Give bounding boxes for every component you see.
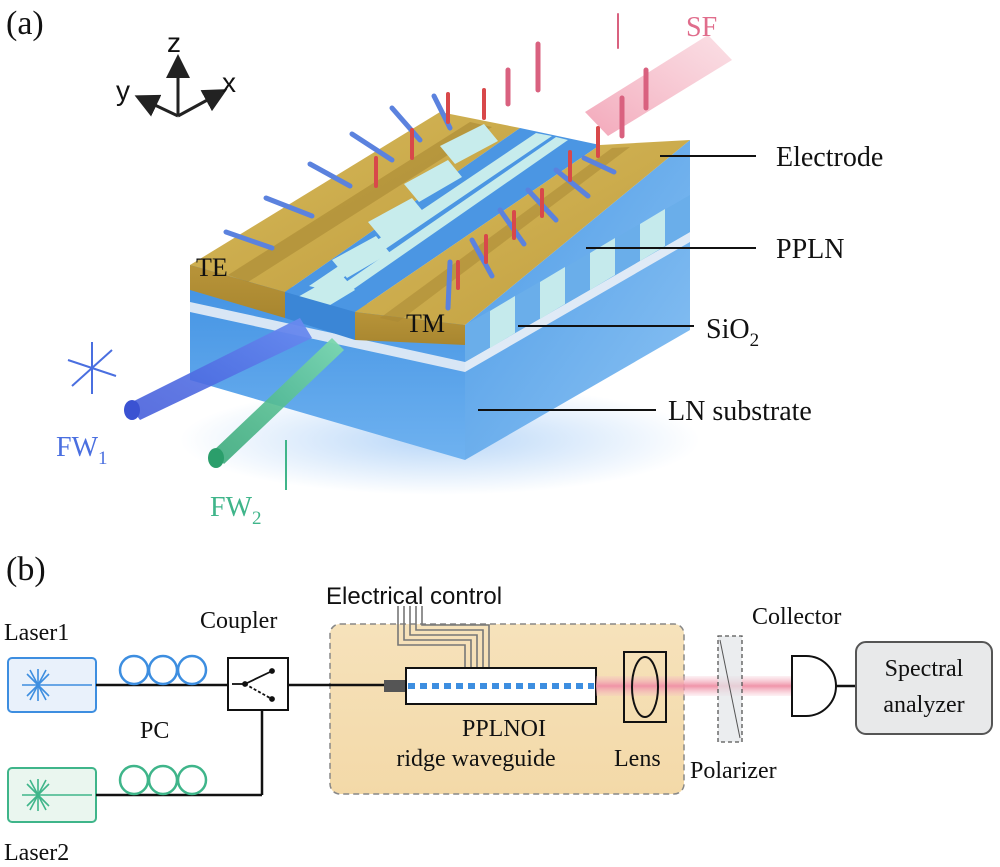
lens-holder xyxy=(623,651,667,723)
coupler-switch-icon xyxy=(232,668,275,702)
device xyxy=(190,112,690,460)
ppln-label: PPLN xyxy=(776,234,844,265)
panel-a-label: (a) xyxy=(6,5,44,42)
ppln-side xyxy=(465,195,690,362)
chip-enclosure xyxy=(329,623,685,795)
te-label: TE xyxy=(196,253,228,282)
pc-loops-top xyxy=(118,654,208,686)
axis-label-y: y xyxy=(116,75,130,106)
coupler-label: Coupler xyxy=(200,608,277,634)
coupler xyxy=(227,657,289,711)
ln-substrate-label: LN substrate xyxy=(668,396,812,427)
lens-icon xyxy=(631,656,659,718)
fw1-label: FW1 xyxy=(56,432,108,469)
electrical-control-label: Electrical control xyxy=(326,583,502,610)
chip-label-line2: ridge waveguide xyxy=(396,746,555,772)
tm-label: TM xyxy=(406,309,445,338)
coordinate-axes xyxy=(134,54,228,118)
fw1-beam-end xyxy=(124,400,140,420)
sf-label: SF xyxy=(686,12,717,43)
electrode-label: Electrode xyxy=(776,142,883,173)
fw2-beam-end xyxy=(208,448,224,468)
sio2-side-band xyxy=(465,232,690,372)
laser1-label: Laser1 xyxy=(4,620,69,646)
sio2-label: SiO2 xyxy=(706,314,759,351)
collector-label: Collector xyxy=(752,604,841,630)
fw1-polarization-icon xyxy=(67,342,117,394)
x-axis-arrow xyxy=(177,89,228,118)
electrode-left-front xyxy=(190,265,285,318)
sf-polarization-arrows xyxy=(505,13,649,139)
pc-loops-bottom xyxy=(118,764,208,796)
electrode-right-front xyxy=(355,312,465,345)
electrical-control-wires xyxy=(397,606,490,670)
panel-b-label: (b) xyxy=(6,551,46,588)
analyzer-label-line1: Spectral xyxy=(885,656,964,682)
output-beam xyxy=(596,676,792,696)
laser2-label: Laser2 xyxy=(4,840,69,866)
laser2 xyxy=(7,767,97,823)
panel-a: (a) z y x xyxy=(6,5,883,529)
panel-b: (b) Laser1 xyxy=(4,551,993,866)
analyzer-label-line2: analyzer xyxy=(883,692,964,718)
pc-label: PC xyxy=(140,718,169,744)
electrode-right-trench xyxy=(380,147,630,322)
ppln-side-domains xyxy=(490,209,665,348)
spectral-analyzer-box xyxy=(855,641,993,735)
chip-label-line1: PPLNOI xyxy=(462,716,546,742)
coupler-box xyxy=(227,657,289,711)
fw1-beam xyxy=(128,318,312,420)
ppln-ridge-front xyxy=(285,292,355,340)
input-fiber-tip xyxy=(384,680,408,692)
collector-icon xyxy=(791,655,837,717)
electrode-left-trench xyxy=(228,122,492,282)
laser1-icon xyxy=(22,669,92,701)
sio2-front-band xyxy=(190,302,465,372)
sf-beam xyxy=(585,35,732,136)
lens-label: Lens xyxy=(614,746,661,772)
laser1 xyxy=(7,657,97,713)
polarizer-label: Polarizer xyxy=(690,758,777,784)
axis-label-x: x xyxy=(222,67,236,98)
tm-field-arrows xyxy=(374,88,600,290)
label-leaders xyxy=(478,155,756,411)
polarizer-diagonal xyxy=(719,639,741,739)
y-axis-arrow xyxy=(134,94,179,118)
laser2-icon xyxy=(22,779,92,811)
fw2-label: FW2 xyxy=(210,492,262,529)
fw2-beam xyxy=(212,338,344,464)
axis-label-z: z xyxy=(167,27,181,58)
